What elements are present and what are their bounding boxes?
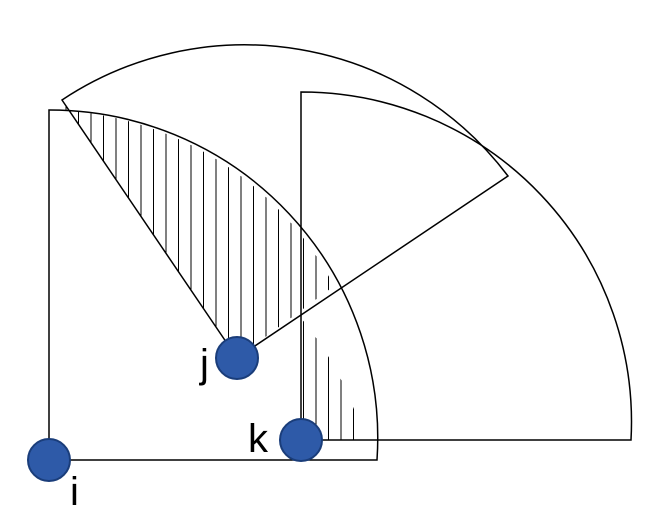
node-k-label: k xyxy=(248,417,269,461)
node-j-label: j xyxy=(199,342,209,386)
node-j xyxy=(215,336,259,380)
sector-i xyxy=(48,109,379,461)
hatched-overlap-region xyxy=(65,100,354,440)
node-i-label: i xyxy=(70,470,79,514)
node-i xyxy=(27,438,71,482)
node-k xyxy=(279,418,323,462)
sector-j xyxy=(60,44,510,360)
sector-k xyxy=(300,91,633,441)
